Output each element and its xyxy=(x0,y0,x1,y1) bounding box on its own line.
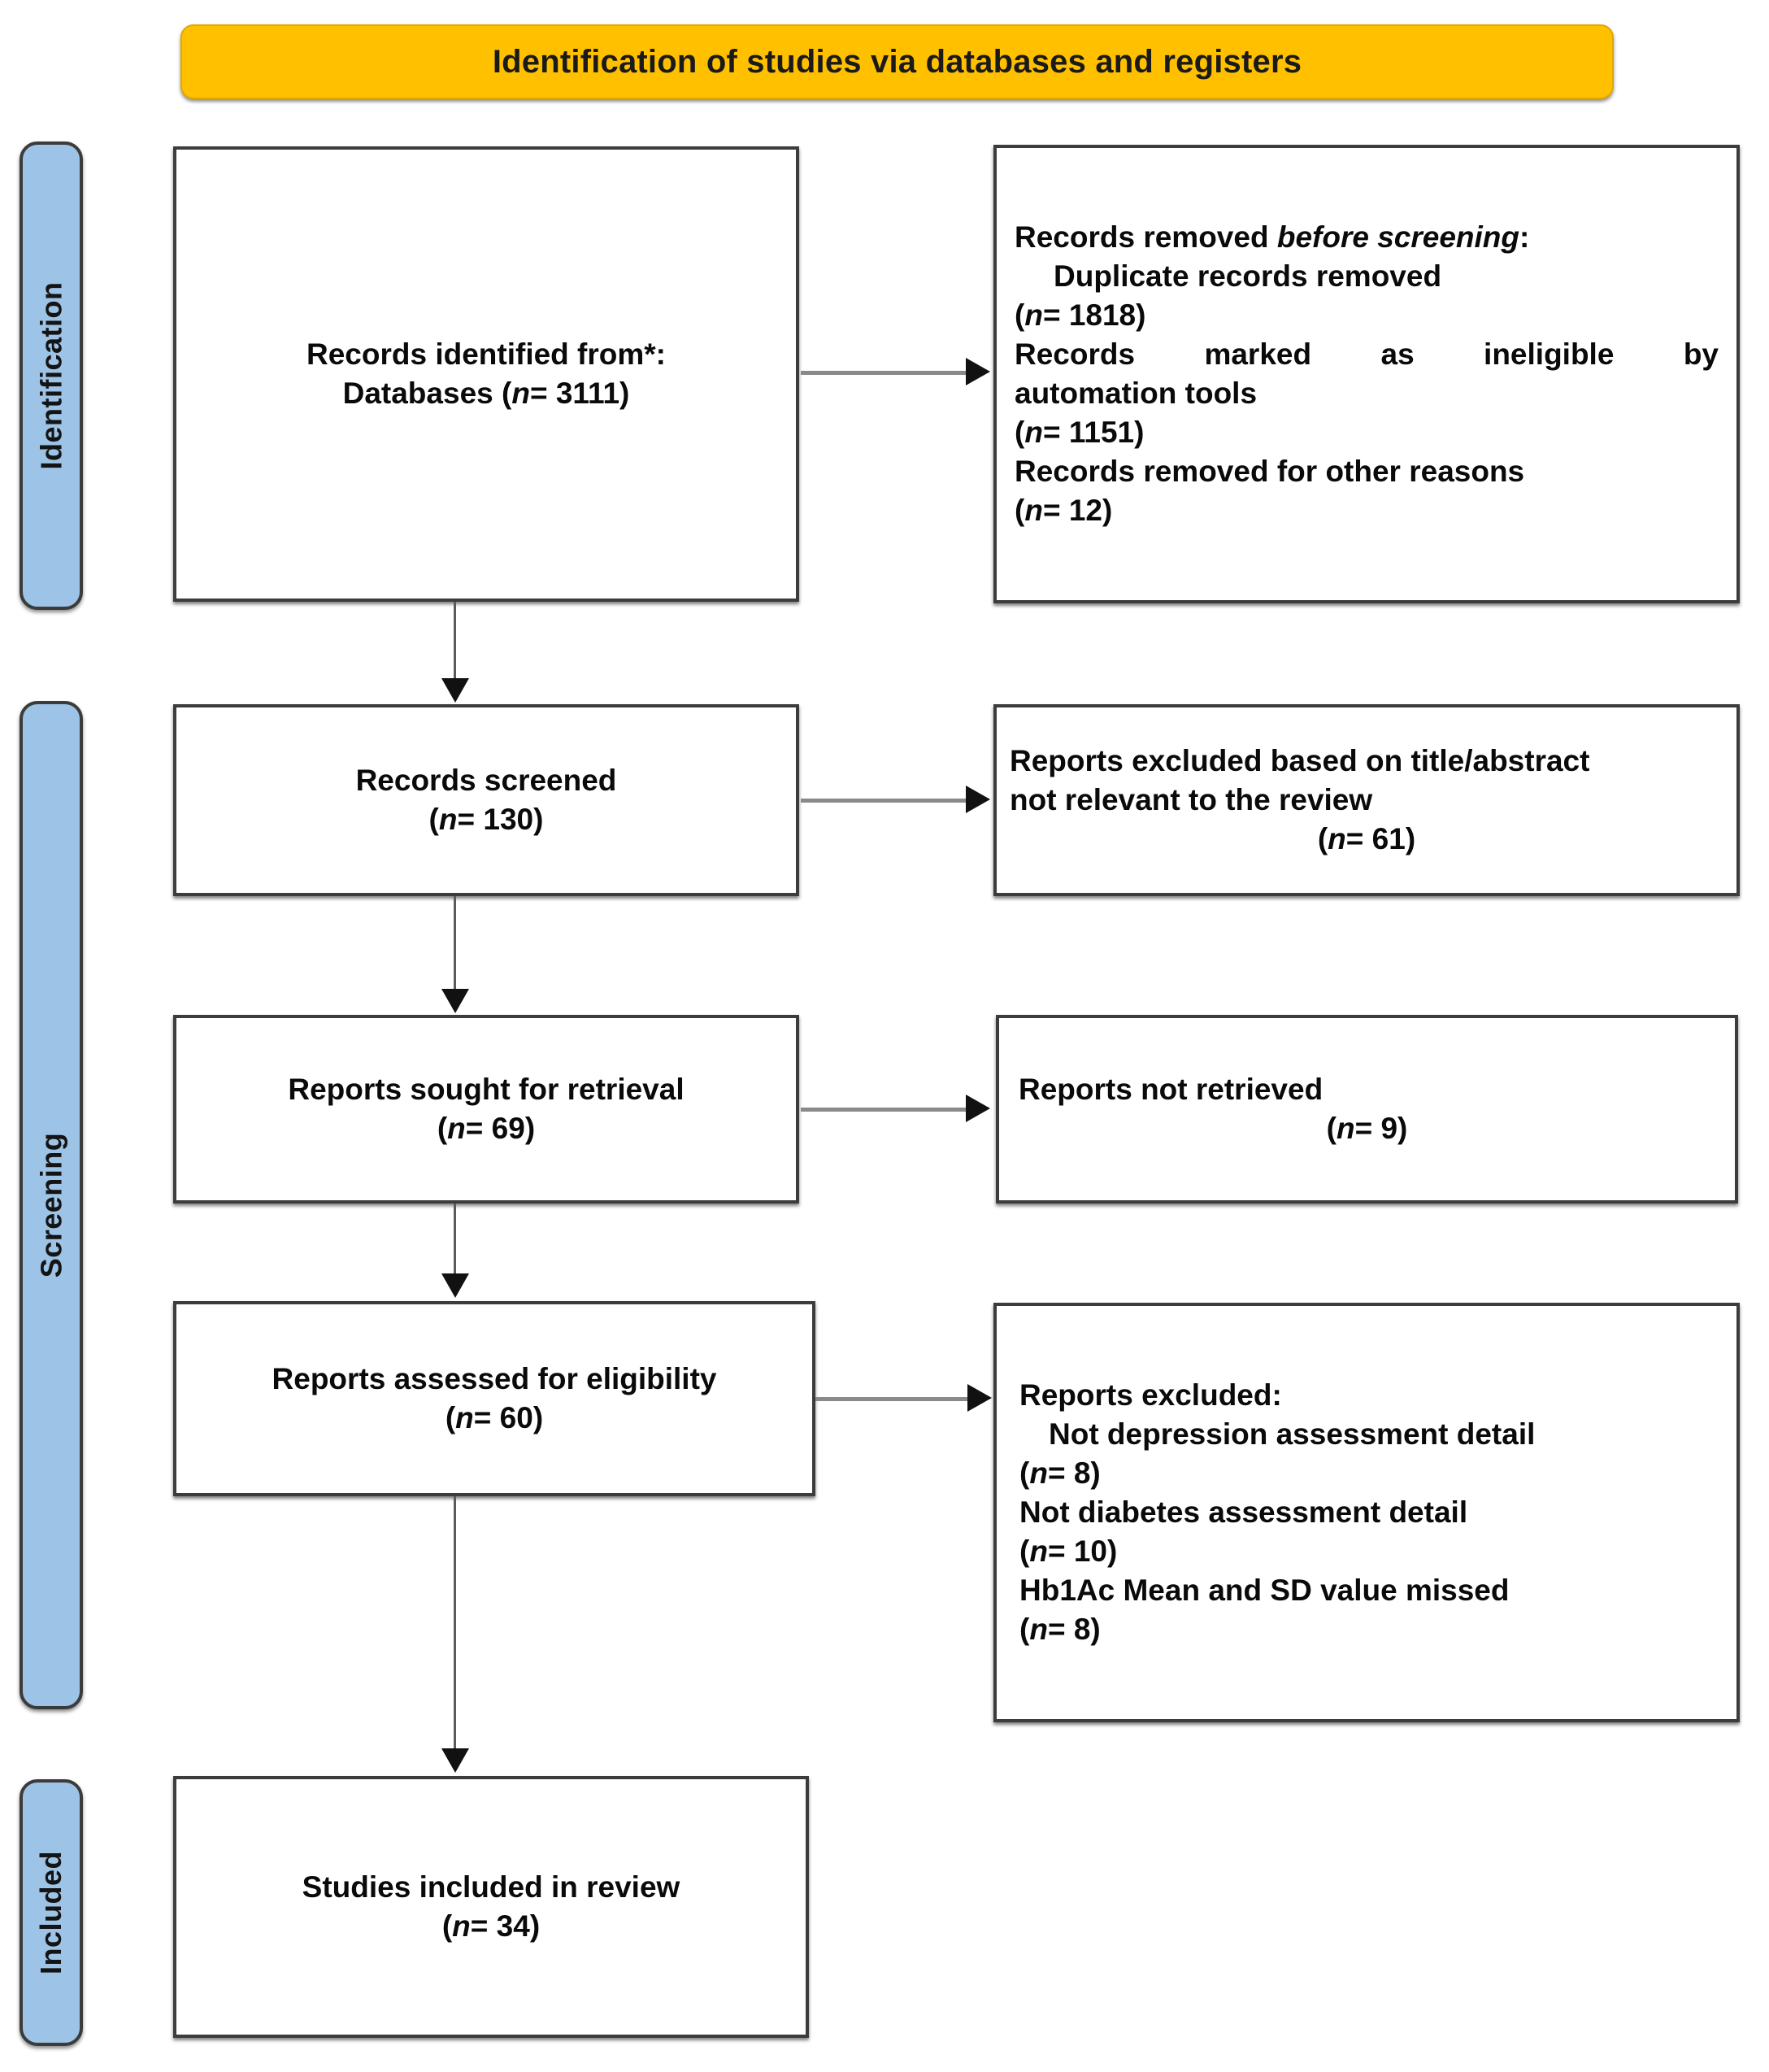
box-reports-excluded: Reports excluded: Not depression assessm… xyxy=(993,1303,1740,1722)
studies-included-line1: Studies included in review xyxy=(302,1870,680,1904)
reports-excluded-item1-n: (n= 8) xyxy=(1019,1456,1101,1490)
stage-label-included-text: Included xyxy=(34,1850,68,1975)
connector-v-2 xyxy=(454,896,456,990)
arrow-down-3 xyxy=(441,1273,469,1298)
reports-excluded-title-line3: (n= 61) xyxy=(1317,822,1416,856)
arrow-right-row3 xyxy=(966,1095,990,1122)
box-records-removed: Records removed before screening: Duplic… xyxy=(993,145,1740,603)
connector-h-row1 xyxy=(801,371,967,375)
studies-included-line2: (n= 34) xyxy=(441,1909,541,1943)
connector-h-row3 xyxy=(801,1108,967,1112)
italic-n: n xyxy=(1029,1613,1048,1647)
reports-assessed-line1: Reports assessed for eligibility xyxy=(272,1361,717,1395)
stage-label-identification: Identification xyxy=(20,141,83,610)
records-removed-item3: Records removed for other reasons xyxy=(1015,455,1525,489)
connector-v-3 xyxy=(454,1204,456,1275)
records-removed-item1-n: (n= 1818) xyxy=(1015,298,1146,332)
records-removed-heading: Records removed before screening: xyxy=(1015,220,1530,254)
italic-n: n xyxy=(438,803,458,836)
arrow-down-2 xyxy=(441,989,469,1013)
arrow-right-row4 xyxy=(967,1384,992,1412)
italic-n: n xyxy=(447,1112,466,1145)
italic-n: n xyxy=(1024,494,1043,528)
italic-n: n xyxy=(1024,298,1043,332)
records-removed-item3-n: (n= 12) xyxy=(1015,494,1113,528)
reports-assessed-line2: (n= 60) xyxy=(445,1401,544,1434)
italic-n: n xyxy=(452,1909,471,1943)
italic-n: n xyxy=(1029,1456,1048,1490)
connector-v-1 xyxy=(454,602,456,680)
reports-excluded-item3-n: (n= 8) xyxy=(1019,1613,1101,1647)
reports-excluded-title-line2: not relevant to the review xyxy=(1010,782,1373,816)
stage-label-screening-text: Screening xyxy=(34,1132,67,1278)
italic-n: n xyxy=(511,377,530,410)
box-reports-sought: Reports sought for retrieval (n= 69) xyxy=(173,1015,799,1204)
reports-sought-line1: Reports sought for retrieval xyxy=(288,1072,685,1106)
italic-n: n xyxy=(455,1401,474,1434)
reports-excluded-item3: Hb1Ac Mean and SD value missed xyxy=(1019,1574,1510,1608)
records-identified-line1: Records identified from*: xyxy=(306,337,666,371)
records-removed-item1: Duplicate records removed xyxy=(1054,259,1442,293)
arrow-right-row2 xyxy=(966,786,990,813)
reports-excluded-heading: Reports excluded: xyxy=(1019,1378,1282,1412)
box-records-identified: Records identified from*: Databases (n= … xyxy=(173,146,799,602)
reports-excluded-item2-n: (n= 10) xyxy=(1019,1534,1118,1569)
stage-label-identification-text: Identification xyxy=(34,281,67,470)
connector-v-4 xyxy=(454,1496,456,1750)
records-removed-item2-cont: automation tools xyxy=(1015,377,1258,410)
records-screened-line2: (n= 130) xyxy=(428,803,544,836)
box-reports-excluded-title: Reports excluded based on title/abstract… xyxy=(993,704,1740,896)
records-removed-item2: Records marked as ineligible by xyxy=(1015,337,1719,371)
reports-not-retrieved-line1: Reports not retrieved xyxy=(1019,1072,1323,1106)
connector-h-row4 xyxy=(815,1397,970,1401)
connector-h-row2 xyxy=(801,799,967,803)
stage-label-screening: Screening xyxy=(20,701,83,1709)
box-studies-included: Studies included in review (n= 34) xyxy=(173,1776,809,2038)
box-reports-not-retrieved: Reports not retrieved (n= 9) xyxy=(996,1015,1738,1204)
records-identified-line2: Databases (n= 3111) xyxy=(342,377,630,410)
reports-excluded-item2: Not diabetes assessment detail xyxy=(1019,1495,1468,1529)
arrow-right-row1 xyxy=(966,358,990,385)
reports-excluded-title-line1: Reports excluded based on title/abstract xyxy=(1010,743,1590,777)
reports-not-retrieved-line2: (n= 9) xyxy=(1326,1112,1408,1145)
italic-n: n xyxy=(1024,416,1043,450)
stage-label-included: Included xyxy=(20,1779,83,2046)
header-banner: Identification of studies via databases … xyxy=(180,24,1614,99)
reports-excluded-item1: Not depression assessment detail xyxy=(1049,1417,1536,1451)
italic-n: n xyxy=(1336,1112,1355,1145)
italic-n: n xyxy=(1029,1534,1048,1569)
records-screened-line1: Records screened xyxy=(355,763,617,797)
records-removed-item2-n: (n= 1151) xyxy=(1015,416,1145,450)
reports-sought-line2: (n= 69) xyxy=(437,1112,536,1145)
italic-before-screening: before screening xyxy=(1276,220,1520,254)
box-records-screened: Records screened (n= 130) xyxy=(173,704,799,896)
italic-n: n xyxy=(1328,822,1346,856)
arrow-down-4 xyxy=(441,1748,469,1773)
box-reports-assessed: Reports assessed for eligibility (n= 60) xyxy=(173,1301,815,1496)
header-banner-title: Identification of studies via databases … xyxy=(492,43,1302,80)
arrow-down-1 xyxy=(441,678,469,703)
